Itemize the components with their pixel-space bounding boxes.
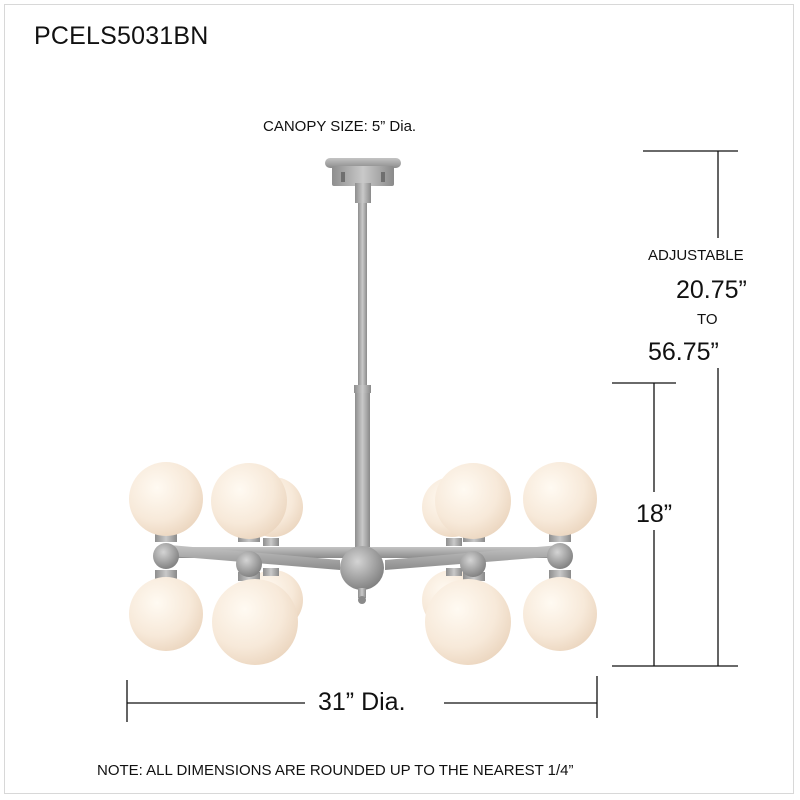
- stem-rod: [354, 203, 371, 548]
- model-number: PCELS5031BN: [34, 22, 209, 50]
- fixture-height-label: 18”: [636, 500, 673, 528]
- dimension-note: NOTE: ALL DIMENSIONS ARE ROUNDED UP TO T…: [97, 762, 574, 779]
- drawing-frame: [4, 4, 794, 794]
- adjustable-label: ADJUSTABLE: [648, 247, 744, 264]
- fixture-diameter-dimension: [126, 676, 598, 722]
- adjustable-max-height: 56.75”: [648, 338, 719, 366]
- front-globes: [129, 462, 597, 665]
- fixture-diameter-label: 31” Dia.: [318, 688, 406, 716]
- canopy: [325, 158, 401, 203]
- adjustable-to-label: TO: [697, 311, 718, 328]
- adjustable-min-height: 20.75”: [676, 276, 747, 304]
- adjustable-height-dimension: [612, 150, 738, 667]
- knuckle-balls: [153, 543, 573, 604]
- canopy-size-label: CANOPY SIZE: 5” Dia.: [263, 118, 417, 135]
- fixture-height-dimension: [612, 382, 676, 666]
